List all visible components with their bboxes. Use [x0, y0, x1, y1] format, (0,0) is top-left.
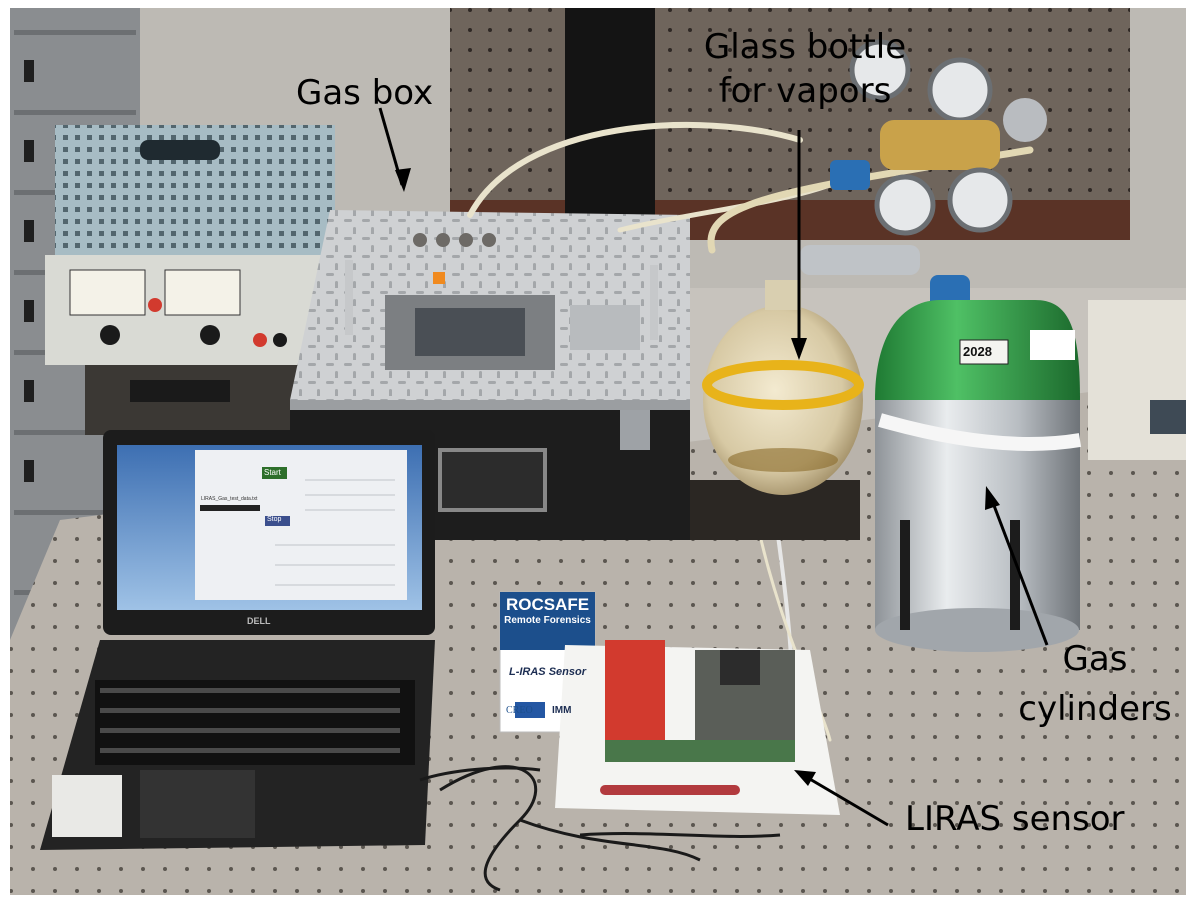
sign-subtitle: Remote Forensics — [504, 615, 591, 626]
pressure-regulators — [800, 39, 1047, 315]
gas-box-label: Gas box — [296, 73, 434, 113]
laptop — [40, 430, 435, 850]
glass-bottle-label-line1: Glass bottle — [703, 27, 907, 67]
laptop-start-button: Start — [264, 468, 281, 477]
laptop-file-name: LIRAS_Gas_test_data.txt — [201, 496, 258, 502]
instrument-box — [1088, 300, 1186, 460]
cables — [419, 765, 781, 892]
annotation-arrows — [378, 107, 1049, 827]
laptop-brand: DELL — [247, 616, 271, 626]
liras-sensor-label: LIRAS sensor — [905, 799, 1125, 839]
sign-product: L-IRAS Sensor — [508, 666, 586, 678]
gas-cylinders-label-line2: cylinders — [1018, 689, 1172, 729]
sign-title: ROCSAFE — [505, 595, 590, 614]
gas-box — [290, 210, 690, 540]
laptop-stop-button: Stop — [267, 516, 282, 523]
power-supply — [45, 125, 335, 435]
cabinet-handles — [24, 60, 34, 482]
gas-cylinder — [875, 300, 1082, 652]
glass-bottle-label-line2: for vapors — [718, 71, 892, 111]
glass-bottle — [690, 280, 864, 540]
sign-logo-left: CREO — [506, 705, 533, 716]
cylinder-number: 2028 — [963, 344, 992, 359]
sign-logo-right: IMM — [552, 705, 572, 716]
instrument-display — [1150, 400, 1186, 434]
liras-sensor-board — [555, 640, 840, 815]
gas-cylinders-label-line1: Gas — [1062, 639, 1128, 679]
